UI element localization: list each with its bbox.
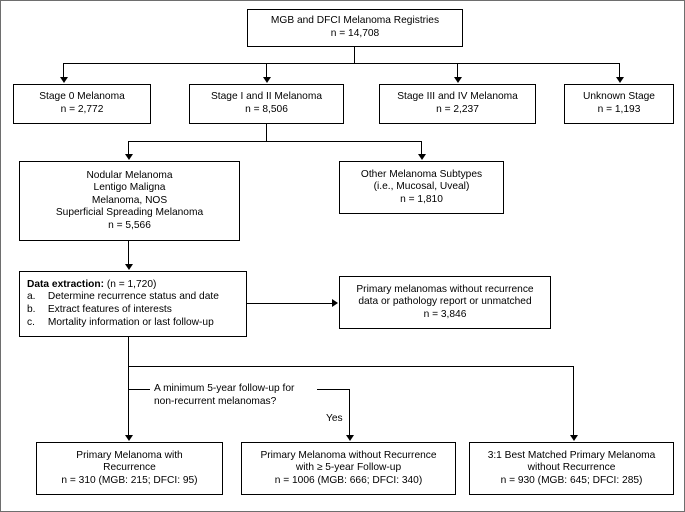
node-excluded-line2: data or pathology report or unmatched <box>358 296 532 308</box>
node-subtypes-included-line2: Lentigo Maligna <box>93 182 166 194</box>
node-stage0-line2: n = 2,772 <box>60 104 104 115</box>
node-without-recurrence-5y-line3: n = 1006 (MGB: 666; DFCI: 340) <box>274 474 423 486</box>
connector-decision-stub-left <box>128 389 150 391</box>
data-extraction-item-c: c. Mortality information or last follow-… <box>27 317 214 330</box>
node-with-recurrence: Primary Melanoma with Recurrence n = 310… <box>36 442 223 495</box>
arrow-unknown <box>615 77 624 83</box>
node-subtypes-included: Nodular Melanoma Lentigo Maligna Melanom… <box>19 161 240 241</box>
connector-extraction-to-excluded <box>247 303 333 305</box>
connector-drop-subtypes-included <box>128 141 130 156</box>
arrow-excluded <box>332 299 338 307</box>
connector-drop-stage12 <box>266 63 268 79</box>
node-with-recurrence-line2: Recurrence <box>103 462 156 474</box>
node-data-extraction: Data extraction: (n = 1,720) a. Determin… <box>19 271 247 337</box>
data-extraction-heading-rest: (n = 1,720) <box>106 278 157 290</box>
arrow-matched <box>569 435 578 441</box>
node-stage12-line2: n = 8,506 <box>245 104 288 115</box>
data-extraction-item-b-text: Extract features of interests <box>47 304 172 315</box>
node-registries: MGB and DFCI Melanoma Registries n = 14,… <box>247 9 463 47</box>
node-subtypes-included-line4: Superficial Spreading Melanoma <box>55 207 204 219</box>
data-extraction-item-a: a. Determine recurrence status and date <box>27 291 219 304</box>
data-extraction-item-a-text: Determine recurrence status and date <box>47 291 219 303</box>
node-subtypes-other: Other Melanoma Subtypes (i.e., Mucosal, … <box>339 161 504 214</box>
connector-row1-bus <box>63 63 619 65</box>
connector-subtypes-to-extraction <box>128 241 130 266</box>
node-with-recurrence-line1: Primary Melanoma with <box>76 449 183 461</box>
connector-row2-bus <box>128 141 422 143</box>
data-extraction-item-c-text: Mortality information or last follow-up <box>47 316 214 328</box>
node-unknown-stage: Unknown Stage n = 1,193 <box>564 84 674 124</box>
connector-drop-subtypes-other <box>421 141 423 156</box>
node-subtypes-other-line2: (i.e., Mucosal, Uveal) <box>373 181 470 193</box>
node-registries-line1: MGB and DFCI Melanoma Registries <box>270 15 440 27</box>
arrow-data-extraction <box>124 264 133 270</box>
node-stage12-line1: Stage I and II Melanoma <box>211 91 322 103</box>
node-subtypes-included-line3: Melanoma, NOS <box>91 194 168 206</box>
arrow-subtypes-included <box>124 154 133 160</box>
node-excluded-line1: Primary melanomas without recurrence <box>356 283 534 295</box>
node-matched-line1: 3:1 Best Matched Primary Melanoma <box>487 449 656 461</box>
node-matched-line3: n = 930 (MGB: 645; DFCI: 285) <box>500 474 643 486</box>
arrow-stage0 <box>59 77 68 83</box>
data-extraction-item-b-marker: b. <box>27 304 36 315</box>
connector-drop-stage34 <box>457 63 459 79</box>
node-without-recurrence-5y-line1: Primary Melanoma without Recurrence <box>260 449 437 461</box>
node-subtypes-other-line3: n = 1,810 <box>400 193 443 205</box>
connector-decision-stub-right <box>306 389 350 391</box>
decision-question: A minimum 5-year follow-up for non-recur… <box>151 382 317 408</box>
node-stage34-line2: n = 2,237 <box>436 104 479 115</box>
node-with-recurrence-line3: n = 310 (MGB: 215; DFCI: 95) <box>61 474 198 486</box>
node-registries-line2: n = 14,708 <box>330 28 380 39</box>
data-extraction-heading-bold: Data extraction: <box>27 278 104 290</box>
decision-question-line1: A minimum 5-year follow-up for <box>154 383 295 394</box>
connector-registries-stem <box>354 47 356 64</box>
arrow-stage34 <box>453 77 462 83</box>
node-without-recurrence-5y: Primary Melanoma without Recurrence with… <box>241 442 456 495</box>
arrow-subtypes-other <box>417 154 426 160</box>
connector-drop-stage0 <box>63 63 65 79</box>
node-stage34-line1: Stage III and IV Melanoma <box>397 91 518 103</box>
arrow-with-recurrence <box>124 435 133 441</box>
node-unknown-stage-line1: Unknown Stage <box>583 91 655 103</box>
node-subtypes-other-line1: Other Melanoma Subtypes <box>360 168 483 180</box>
node-stage0-line1: Stage 0 Melanoma <box>39 91 125 103</box>
connector-stage12-stem <box>266 124 268 142</box>
connector-extraction-stem <box>128 337 130 438</box>
node-data-extraction-heading: Data extraction: (n = 1,720) <box>27 279 156 292</box>
decision-question-line2: non-recurrent melanomas? <box>154 396 277 407</box>
connector-drop-matched <box>573 366 575 438</box>
node-without-recurrence-5y-line2: with ≥ 5-year Follow-up <box>295 462 402 474</box>
connector-drop-unknown <box>619 63 621 79</box>
node-stage34: Stage III and IV Melanoma n = 2,237 <box>379 84 536 124</box>
node-unknown-stage-line2: n = 1,193 <box>597 104 641 115</box>
arrow-stage12 <box>262 77 271 83</box>
arrow-without-recurrence <box>345 435 354 441</box>
node-excluded-line3: n = 3,846 <box>423 308 467 320</box>
node-matched: 3:1 Best Matched Primary Melanoma withou… <box>469 442 674 495</box>
data-extraction-item-b: b. Extract features of interests <box>27 304 172 317</box>
decision-yes-label: Yes <box>326 413 343 424</box>
node-excluded: Primary melanomas without recurrence dat… <box>339 276 551 329</box>
data-extraction-item-c-marker: c. <box>27 316 35 328</box>
node-stage12: Stage I and II Melanoma n = 8,506 <box>189 84 344 124</box>
connector-drop-without-recurrence <box>349 389 351 438</box>
node-matched-line2: without Recurrence <box>527 462 616 474</box>
data-extraction-item-a-marker: a. <box>27 291 36 303</box>
connector-decision-bus-right <box>128 366 574 368</box>
node-subtypes-included-line5: n = 5,566 <box>108 219 151 231</box>
node-stage0: Stage 0 Melanoma n = 2,772 <box>13 84 151 124</box>
node-subtypes-included-line1: Nodular Melanoma <box>86 169 173 181</box>
